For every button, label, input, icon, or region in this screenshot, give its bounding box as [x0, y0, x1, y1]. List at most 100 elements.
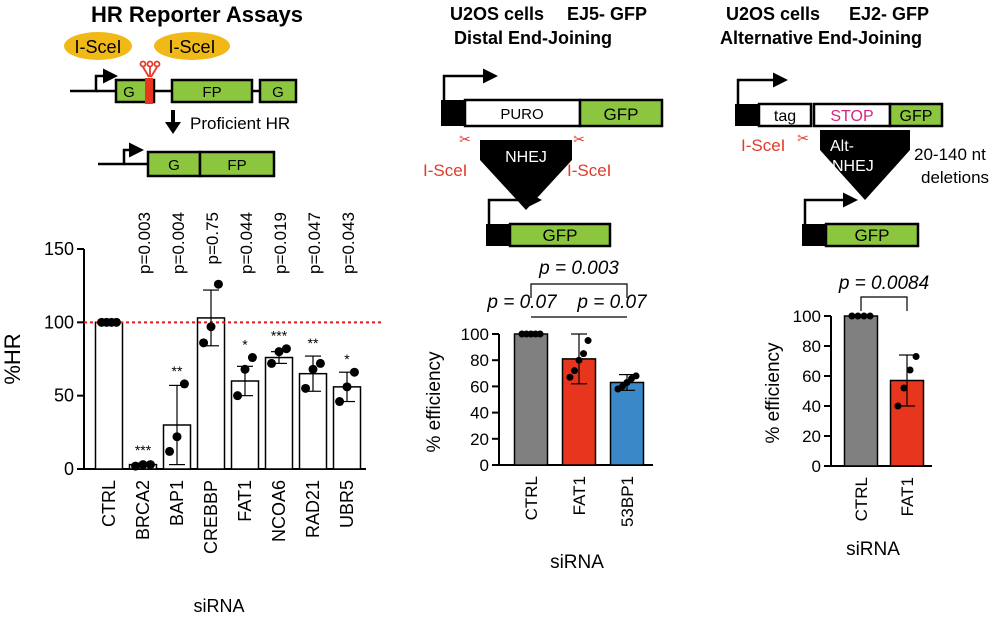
data-point: [900, 384, 908, 392]
y-tick-label: 40: [470, 404, 489, 423]
puro-label: PURO: [500, 106, 543, 123]
scissors-icon: ✂: [573, 131, 585, 147]
promoter-arrow-icon: [487, 192, 542, 224]
ej5-title-1: U2OS cells: [450, 4, 544, 24]
category-label: BRCA2: [133, 480, 153, 540]
ej2-out-gfp-label: GFP: [855, 226, 890, 245]
data-point: [912, 353, 920, 360]
p-value-label: p=0.019: [271, 212, 290, 274]
data-point: [342, 382, 352, 392]
box-g2-label: G: [272, 84, 284, 101]
data-point: [860, 312, 868, 320]
data-point: [623, 378, 631, 386]
cut-site: [145, 78, 153, 104]
tag-label: tag: [774, 108, 796, 125]
y-axis-label: % efficiency: [763, 342, 784, 444]
hr-title: HR Reporter Assays: [91, 2, 303, 27]
significance-stars: ***: [135, 442, 152, 458]
category-label: FAT1: [898, 477, 917, 516]
data-point: [618, 382, 626, 390]
alt-label: Alt-: [830, 138, 854, 155]
category-label: CREBBP: [201, 480, 221, 554]
data-point: [632, 372, 640, 380]
data-point: [854, 312, 862, 320]
p-value-label: p=0.004: [169, 212, 188, 274]
y-tick-label: 80: [470, 351, 489, 370]
data-point: [247, 353, 257, 363]
ej2-schematic: U2OS cells EJ2- GFP Alternative End-Join…: [720, 4, 989, 248]
box-g2: [258, 78, 298, 104]
nhej-arrow-icon: [480, 140, 572, 210]
y-tick-label: 20: [802, 427, 821, 446]
bracket-label: p = 0.07: [486, 292, 558, 313]
y-axis-label: % efficiency: [424, 351, 445, 453]
bracket-label: p = 0.003: [538, 258, 619, 279]
significance-stars: *: [242, 337, 248, 353]
data-point: [308, 364, 318, 374]
promoter-arrow-icon: [70, 68, 118, 93]
x-axis-label: siRNA: [846, 539, 900, 560]
stop-label: STOP: [830, 108, 873, 125]
bar: [264, 356, 294, 470]
category-label: CTRL: [99, 480, 119, 527]
promoter-arrow-icon: [442, 68, 498, 100]
isce1-oval-left: [64, 32, 132, 60]
ej2-title-2: Alternative End-Joining: [720, 28, 922, 48]
significance-stars: ***: [271, 328, 288, 344]
out-gfp-label: GFP: [543, 226, 578, 245]
promoter-arrow-icon: [803, 192, 858, 224]
ej2-gfp-label: GFP: [900, 108, 933, 125]
category-label: RAD21: [303, 480, 323, 538]
ej5-title-ej: EJ5- GFP: [567, 4, 647, 24]
y-tick-label: 0: [64, 459, 74, 479]
promoter-block: [802, 224, 826, 246]
y-tick-label: 80: [802, 337, 821, 356]
isce-left-label: I-SceI: [423, 161, 467, 180]
out-box-fp: [198, 150, 276, 178]
y-tick-label: 100: [461, 325, 489, 344]
promoter-arrow-icon: [98, 142, 144, 166]
alt-nhej-arrow-icon: [820, 130, 910, 200]
isce-right-label: I-SceI: [567, 161, 611, 180]
promoter-block: [735, 104, 759, 126]
category-label: 53BP1: [618, 476, 637, 527]
x-axis-label: siRNA: [550, 552, 604, 573]
data-point: [233, 391, 243, 401]
tag-box: [757, 102, 813, 128]
data-point: [349, 367, 359, 377]
del-label-1: 20-140 nt: [914, 145, 986, 164]
category-label: UBR5: [337, 480, 357, 528]
y-tick-label: 60: [802, 367, 821, 386]
data-point: [145, 460, 155, 470]
bar: [843, 315, 879, 467]
data-point: [584, 337, 592, 345]
isce1-label-right: I-SceI: [168, 37, 215, 57]
hr-schematic: HR Reporter Assays I-SceI I-SceI G FP G …: [64, 2, 303, 178]
data-point: [131, 461, 141, 471]
category-label: FAT1: [235, 480, 255, 522]
p-value-label: p=0.043: [339, 212, 358, 274]
data-point: [580, 350, 588, 358]
bar: [609, 381, 645, 466]
data-point: [894, 402, 902, 410]
data-point: [566, 373, 574, 381]
nhej-label: NHEJ: [505, 149, 547, 166]
data-point: [575, 356, 583, 364]
y-tick-label: 0: [812, 457, 821, 476]
data-point: [179, 379, 189, 389]
bracket: [860, 296, 908, 311]
y-tick-label: 150: [44, 239, 74, 259]
box-fp-label: FP: [202, 84, 221, 101]
y-tick-label: 60: [470, 377, 489, 396]
data-point: [274, 347, 284, 357]
data-point: [138, 460, 148, 470]
bar: [513, 333, 549, 466]
promoter-block: [441, 100, 465, 126]
y-tick-label: 100: [44, 312, 74, 332]
data-point: [570, 367, 578, 375]
scissors-icon: ✂: [797, 130, 809, 146]
y-tick-label: 20: [470, 430, 489, 449]
category-label: NCOA6: [269, 480, 289, 542]
